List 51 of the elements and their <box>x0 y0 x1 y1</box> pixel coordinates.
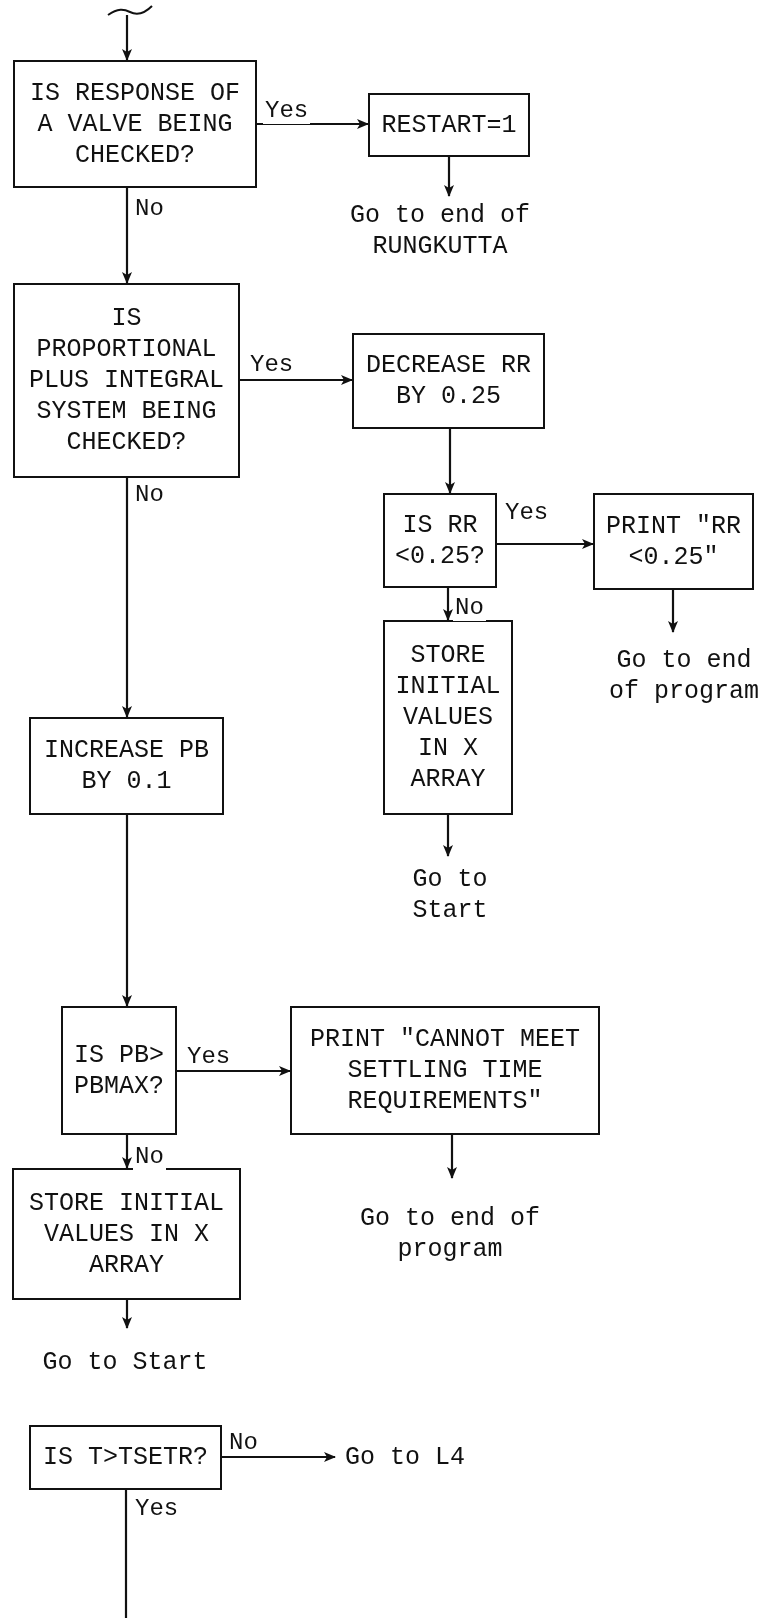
arrow <box>177 1066 291 1076</box>
arrow <box>497 539 594 549</box>
box-text: RESTART=1 <box>381 109 517 141</box>
arrow <box>443 588 453 621</box>
process-box <box>368 93 530 157</box>
box-text: PRINT "CANNOT MEET SETTLING TIME REQUIREMENTS" <box>308 1024 581 1117</box>
box-text: INCREASE PB BY 0.1 <box>43 735 210 797</box>
arrow <box>447 1135 457 1179</box>
arrow <box>122 1300 132 1329</box>
process-box <box>12 1168 241 1300</box>
box-text: IS T>TSETR? <box>43 1442 208 1473</box>
arrow <box>445 429 455 494</box>
box-text: DECREASE RR BY 0.25 <box>365 350 532 412</box>
arrow <box>122 478 132 718</box>
process-box <box>383 493 497 588</box>
box-text: IS PB> PBMAX? <box>73 1039 165 1102</box>
edge-label: No <box>133 1144 166 1170</box>
jump-note: Go to end of program <box>359 1203 541 1265</box>
arrow <box>122 1135 132 1169</box>
process-box <box>383 620 513 815</box>
box-text: STORE INITIAL VALUES IN X ARRAY <box>394 640 502 795</box>
edge-label: No <box>453 595 486 621</box>
arrow <box>257 119 369 129</box>
box-text: IS PROPORTIONAL PLUS INTEGRAL SYSTEM BEING CHECKED? <box>27 303 225 458</box>
arrow <box>122 188 132 284</box>
arrow <box>668 590 678 633</box>
jump-note: Go to end of program <box>608 645 760 707</box>
jump-note: Go to L4 <box>345 1441 465 1473</box>
process-box <box>593 493 754 590</box>
box-text: PRINT "RR <0.25" <box>605 510 742 573</box>
arrow <box>240 375 353 385</box>
process-box <box>61 1006 177 1135</box>
jump-note: Go to Start <box>42 1346 208 1378</box>
process-box <box>290 1006 600 1135</box>
arrow <box>122 815 132 1007</box>
edge-label: Yes <box>263 98 311 124</box>
box-text: IS RR <0.25? <box>394 509 486 572</box>
connector-line <box>124 1490 128 1618</box>
arrow <box>444 157 454 197</box>
box-text: IS RESPONSE OF A VALVE BEING CHECKED? <box>29 77 241 171</box>
process-box <box>13 60 257 188</box>
jump-note: Go to end of RUNGKUTTA <box>349 200 531 262</box>
arrow <box>122 15 132 61</box>
process-box <box>13 283 240 478</box>
jump-note: Go to Start <box>411 864 489 926</box>
arrow <box>222 1452 336 1462</box>
process-box <box>29 717 224 815</box>
arrow <box>443 815 453 857</box>
box-text: STORE INITIAL VALUES IN X ARRAY <box>27 1187 225 1281</box>
process-box <box>29 1425 222 1490</box>
process-box <box>352 333 545 429</box>
